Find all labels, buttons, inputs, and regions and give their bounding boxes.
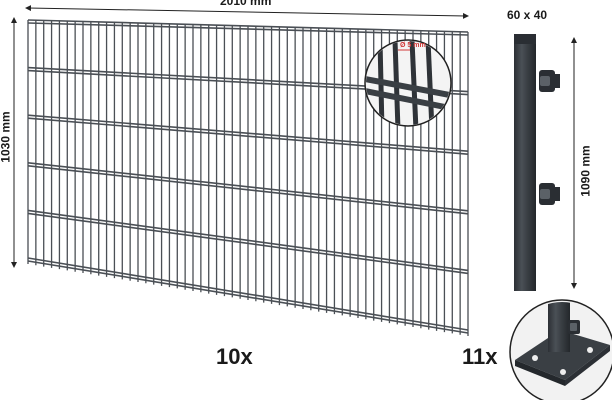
mesh-horizontal-wire bbox=[27, 165, 469, 215]
mesh-horizontal-wire bbox=[27, 114, 469, 152]
mesh-horizontal-wire bbox=[27, 257, 469, 331]
fence-post bbox=[514, 34, 560, 291]
base-plate-callout bbox=[509, 299, 612, 400]
fence-panel bbox=[27, 19, 469, 336]
mesh-horizontal-wire bbox=[27, 260, 469, 334]
post-profile-label: 60 x 40 bbox=[507, 8, 548, 22]
panel-width-label: 2010 mm bbox=[220, 0, 272, 8]
panel-width-dimension-line bbox=[25, 5, 469, 19]
post-clamp-lower bbox=[539, 183, 560, 205]
panel-quantity-label: 10x bbox=[216, 344, 253, 369]
mesh-horizontal-wire bbox=[27, 22, 469, 36]
mesh-horizontal-wire bbox=[27, 117, 469, 155]
post-clamp-upper bbox=[539, 70, 560, 92]
wire-detail-callout bbox=[364, 39, 452, 127]
mesh-horizontal-wire bbox=[27, 209, 469, 272]
mesh-horizontal-wire bbox=[27, 19, 469, 33]
post-quantity-label: 11x bbox=[462, 344, 498, 369]
post-height-label: 1090 mm bbox=[578, 145, 593, 197]
wire-gauge-label: Ø 5 mm bbox=[400, 42, 426, 49]
mesh-horizontal-wire bbox=[27, 162, 469, 212]
mesh-horizontal-wire bbox=[27, 212, 469, 275]
panel-height-label: 1030 mm bbox=[0, 111, 13, 163]
